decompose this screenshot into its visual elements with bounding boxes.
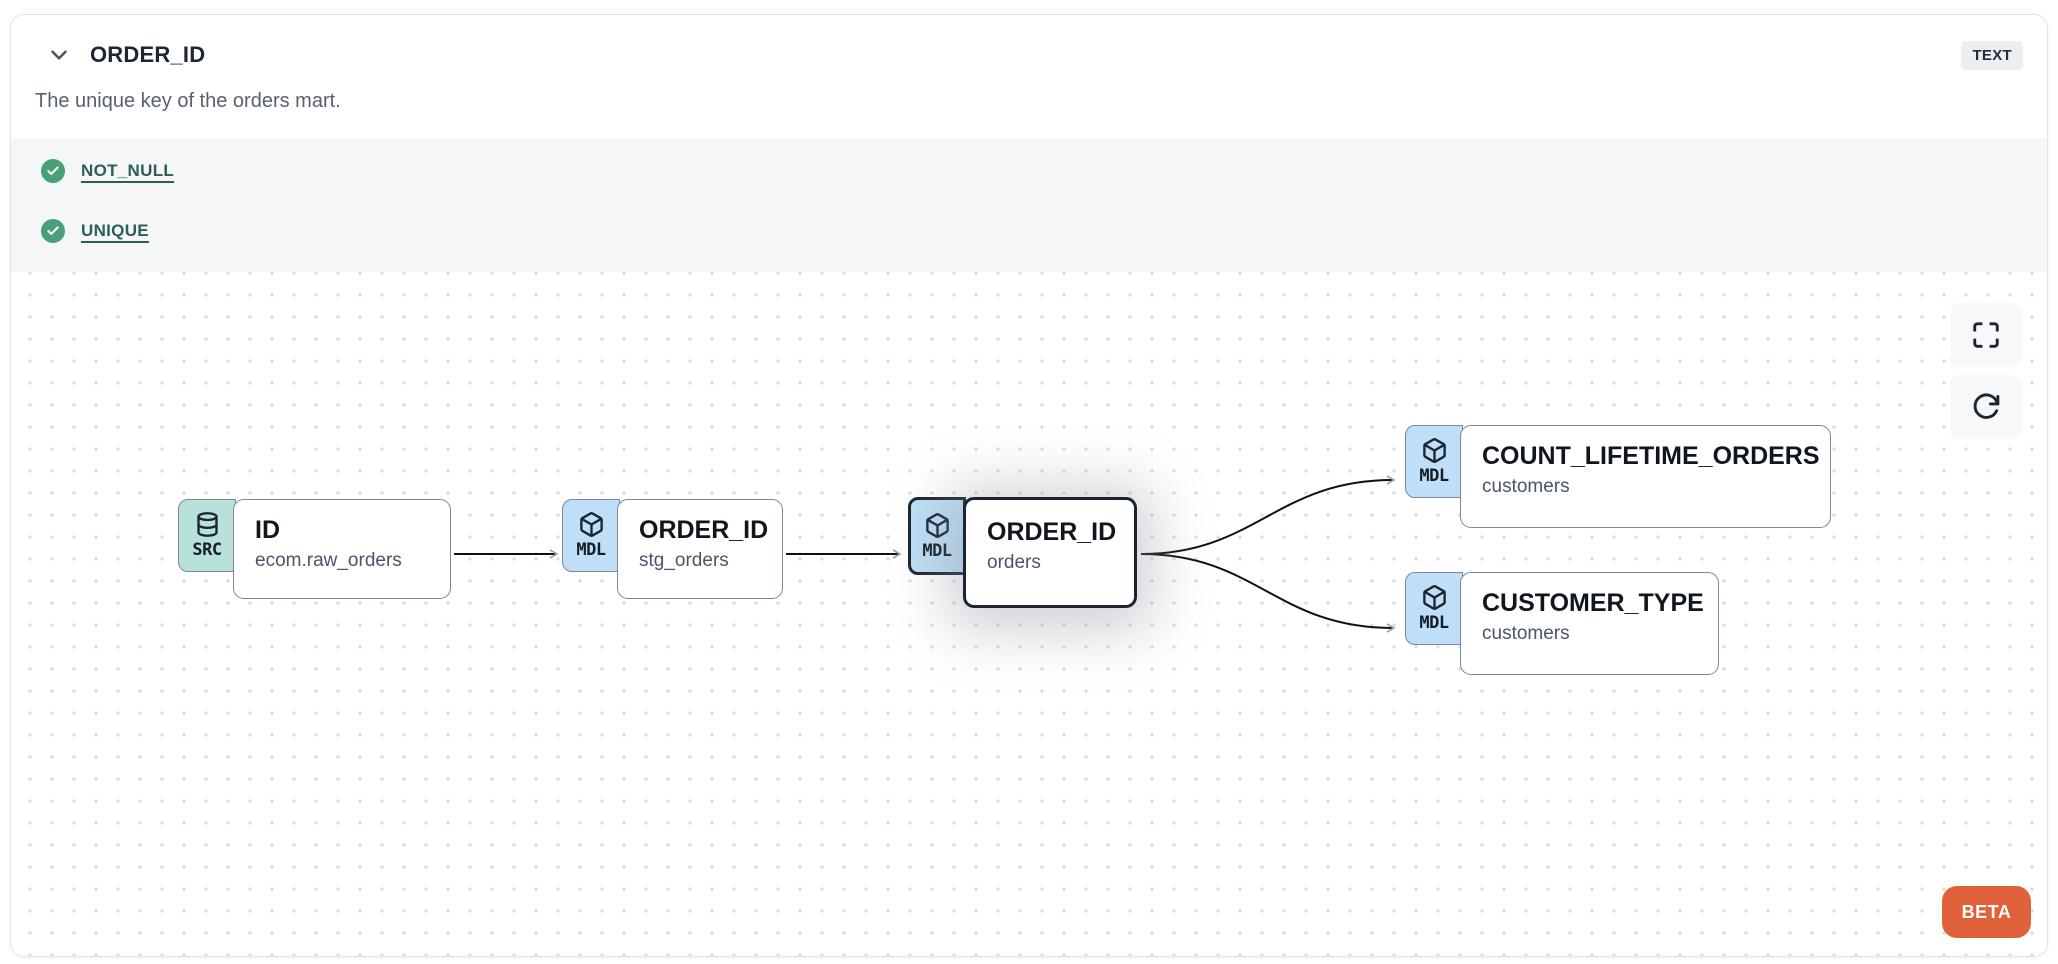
node-type-badge: MDL: [908, 497, 966, 575]
database-icon: [194, 511, 221, 538]
fullscreen-button[interactable]: [1950, 303, 2022, 367]
test-row: NOT_NULL: [41, 158, 2023, 184]
cube-icon: [578, 511, 605, 538]
node-subtitle: customers: [1482, 476, 1570, 497]
lineage-node-stg-orders[interactable]: MDL ORDER_ID stg_orders: [562, 499, 783, 599]
cube-icon: [1421, 437, 1448, 464]
tests-section: NOT_NULL UNIQUE: [11, 138, 2047, 272]
check-circle-icon: [41, 159, 65, 183]
edge-orders-to-count: [1140, 475, 1396, 555]
node-box: COUNT_LIFETIME_ORDERS customers: [1460, 425, 1831, 528]
node-title: COUNT_LIFETIME_ORDERS: [1482, 442, 1820, 470]
column-details-card: ORDER_ID TEXT The unique key of the orde…: [10, 14, 2048, 957]
node-box: ID ecom.raw_orders: [233, 499, 451, 599]
column-description: The unique key of the orders mart.: [35, 90, 341, 112]
node-badge-label: SRC: [192, 540, 222, 560]
lineage-node-customer-type[interactable]: MDL CUSTOMER_TYPE customers: [1405, 572, 1719, 675]
column-title: ORDER_ID: [90, 42, 206, 67]
test-row: UNIQUE: [41, 218, 2023, 244]
node-badge-label: MDL: [1419, 466, 1449, 486]
lineage-edges: [454, 475, 1396, 633]
column-type-badge: TEXT: [1961, 40, 2023, 70]
node-title: ORDER_ID: [639, 516, 769, 544]
header: ORDER_ID TEXT The unique key of the orde…: [11, 15, 2047, 138]
node-title: ORDER_ID: [987, 518, 1117, 546]
test-link-unique[interactable]: UNIQUE: [81, 221, 149, 240]
node-type-badge: MDL: [1405, 572, 1463, 645]
lineage-node-count-lifetime-orders[interactable]: MDL COUNT_LIFETIME_ORDERS customers: [1405, 425, 1831, 528]
beta-badge: BETA: [1942, 886, 2031, 938]
node-title: CUSTOMER_TYPE: [1482, 589, 1704, 617]
cube-icon: [1421, 584, 1448, 611]
check-circle-icon: [41, 219, 65, 243]
header-row: ORDER_ID TEXT: [35, 35, 2023, 75]
node-box: ORDER_ID orders: [963, 497, 1137, 608]
node-type-badge: MDL: [1405, 425, 1463, 498]
test-link-not-null[interactable]: NOT_NULL: [81, 161, 175, 180]
node-type-badge: MDL: [562, 499, 620, 572]
refresh-icon: [1971, 392, 2001, 422]
lineage-canvas[interactable]: SRC ID ecom.raw_orders MDL ORDER_ID stg: [11, 272, 2047, 956]
canvas-controls: [1950, 303, 2022, 439]
maximize-icon: [1971, 320, 2001, 350]
node-subtitle: stg_orders: [639, 550, 729, 571]
node-subtitle: orders: [987, 552, 1041, 573]
node-box: ORDER_ID stg_orders: [617, 499, 783, 599]
chevron-down-icon[interactable]: [46, 42, 72, 68]
node-box: CUSTOMER_TYPE customers: [1460, 572, 1719, 675]
cube-icon: [924, 512, 951, 539]
lineage-node-source-id[interactable]: SRC ID ecom.raw_orders: [178, 499, 451, 599]
edge-orders-to-customer-type: [1140, 553, 1396, 633]
node-badge-label: MDL: [576, 540, 606, 560]
node-badge-label: MDL: [1419, 613, 1449, 633]
node-type-badge: SRC: [178, 499, 236, 572]
refresh-button[interactable]: [1950, 375, 2022, 439]
lineage-node-orders-selected[interactable]: MDL ORDER_ID orders: [908, 497, 1137, 608]
node-subtitle: ecom.raw_orders: [255, 550, 402, 571]
node-title: ID: [255, 516, 280, 544]
node-subtitle: customers: [1482, 623, 1570, 644]
node-badge-label: MDL: [922, 540, 952, 561]
